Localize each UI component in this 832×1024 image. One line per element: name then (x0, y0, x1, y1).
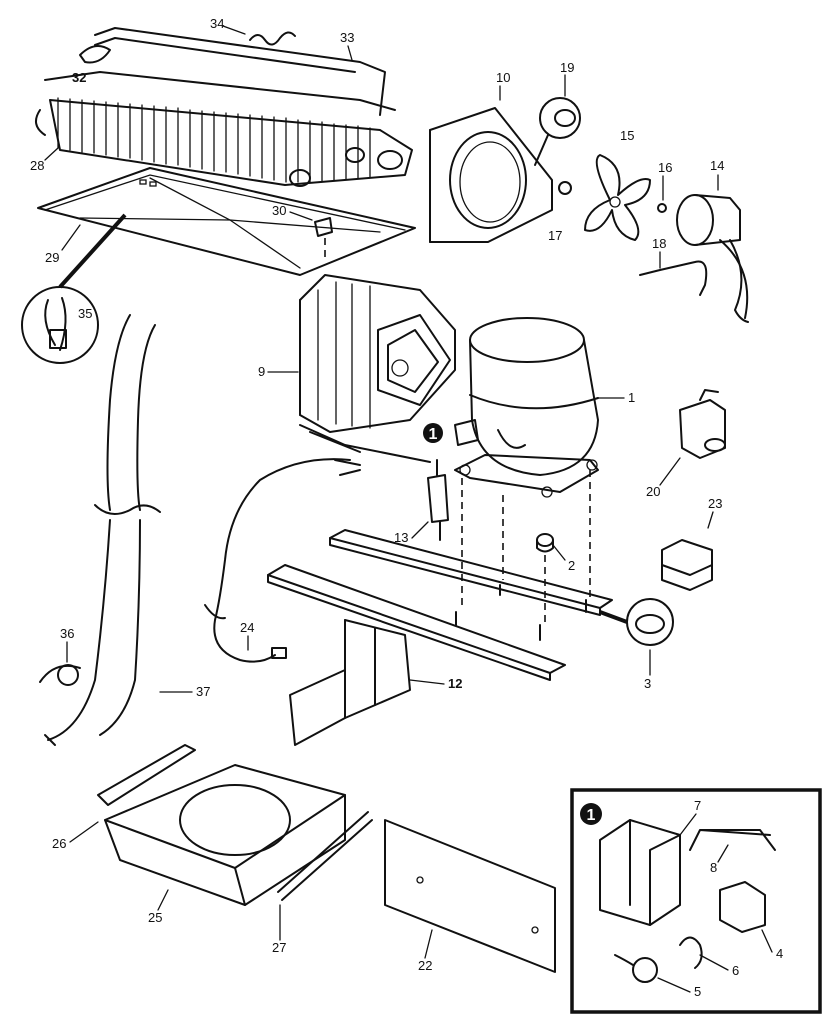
callout-13: 13 (394, 530, 408, 545)
bracket-12 (289, 619, 411, 746)
callout-1: 1 (628, 390, 635, 405)
drier-32 (79, 45, 111, 64)
fan-hub-19 (534, 97, 581, 166)
callout-28: 28 (30, 158, 44, 173)
fan-motor (676, 194, 749, 323)
inset-parts-kit: 1 (570, 788, 822, 1014)
callout-8: 8 (710, 860, 717, 875)
callout-22: 22 (418, 958, 432, 973)
callout-35: 35 (78, 306, 92, 321)
bracket-18 (639, 260, 708, 296)
callout-37: 37 (196, 684, 210, 699)
callout-18: 18 (652, 236, 666, 251)
detail-circle-3 (599, 598, 674, 646)
callout-3: 3 (644, 676, 651, 691)
tube-33 (94, 27, 386, 116)
grommet (536, 533, 554, 553)
callout-29: 29 (45, 250, 59, 265)
callout-6: 6 (732, 963, 739, 978)
detail-circle-35 (21, 213, 127, 364)
callout-19: 19 (560, 60, 574, 75)
callout-14: 14 (710, 158, 724, 173)
callout-7: 7 (694, 798, 701, 813)
fan-shroud (429, 107, 553, 243)
callout-36: 36 (60, 626, 74, 641)
callout-12: 12 (448, 676, 462, 691)
drip-tray (37, 167, 416, 276)
callout-27: 27 (272, 940, 286, 955)
discharge-tube (44, 314, 161, 746)
callout-4: 4 (776, 946, 783, 961)
pan-bracket-26 (97, 744, 196, 806)
power-cord (204, 458, 361, 663)
callout-32: 32 (72, 70, 86, 85)
inset-badge-text: 1 (587, 807, 596, 824)
callout-17: 17 (548, 228, 562, 243)
callout-26: 26 (52, 836, 66, 851)
callout-16: 16 (658, 160, 672, 175)
evaporator (299, 274, 456, 463)
callout-34: 34 (210, 16, 224, 31)
compressor (454, 317, 599, 498)
wire-34 (249, 31, 296, 46)
callout-9: 9 (258, 364, 265, 379)
base-rails (267, 529, 613, 681)
washer-16 (657, 203, 667, 213)
access-panel (384, 819, 556, 973)
nut-17 (558, 181, 572, 195)
callout-badge-1-text: 1 (429, 426, 438, 443)
capacitor-23 (661, 539, 713, 591)
callout-23: 23 (708, 496, 722, 511)
callout-15: 15 (620, 128, 634, 143)
callout-33: 33 (340, 30, 354, 45)
callout-labels: 34 33 32 28 10 19 15 16 14 17 18 30 29 3… (30, 16, 783, 999)
callout-5: 5 (694, 984, 701, 999)
callout-20: 20 (646, 484, 660, 499)
relay-20 (679, 389, 726, 459)
callout-25: 25 (148, 910, 162, 925)
grommet-36 (39, 664, 81, 686)
filter-drier (427, 459, 449, 541)
condenser-coil (35, 71, 413, 187)
clip-30 (314, 217, 333, 262)
callout-2: 2 (568, 558, 575, 573)
callout-badge-1 (423, 423, 443, 443)
fan-blade (584, 154, 651, 241)
drain-pan (104, 764, 346, 906)
callout-30: 30 (272, 203, 286, 218)
callout-24: 24 (240, 620, 254, 635)
rod-27 (277, 811, 373, 901)
callout-10: 10 (496, 70, 510, 85)
